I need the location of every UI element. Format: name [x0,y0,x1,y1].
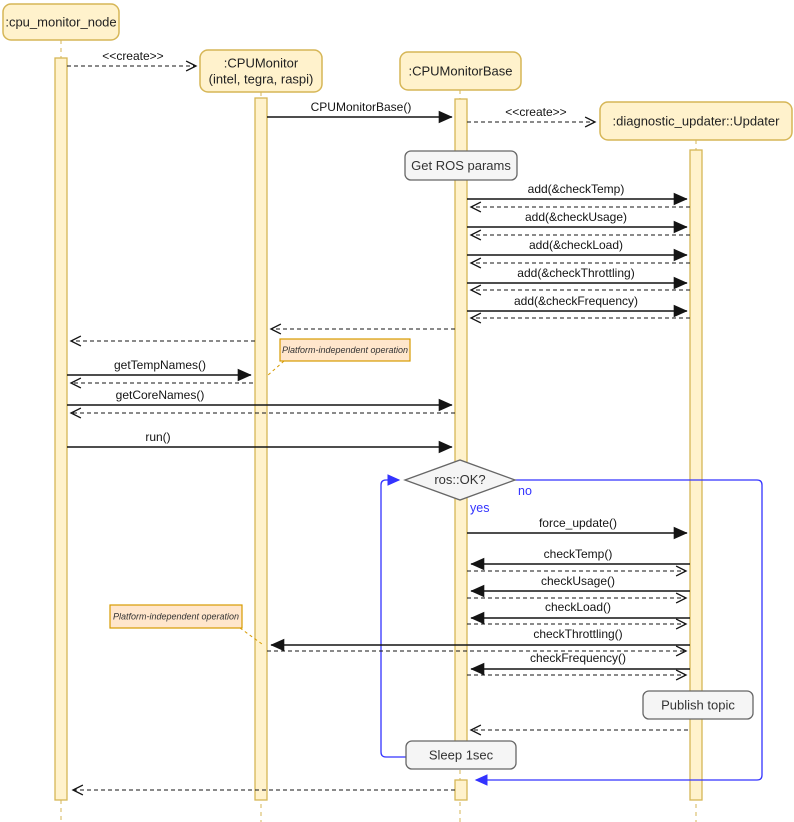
participant-label-cpu-monitor-1: (intel, tegra, raspi) [209,72,314,87]
message-label-cpumonitorbase: CPUMonitorBase() [311,100,412,114]
activation-diagnostic-updater-0 [689,149,703,801]
decision-label: ros::OK? [434,472,485,487]
note-get-ros-params [404,150,518,181]
message-label-add-checkusage: add(&checkUsage) [525,210,627,224]
note-label-get-ros-params: Get ROS params [411,158,511,173]
note-platform-independent-2 [109,604,243,629]
message-label-create: <<create>> [505,105,566,119]
message-label-checkthrottling: checkThrottling() [533,627,622,641]
message-label-add-checkfrequency: add(&checkFrequency) [514,294,638,308]
participant-box-cpu-monitor-node [2,3,120,41]
note-platform-independent-1 [279,338,411,362]
message-label-create: <<create>> [102,49,163,63]
message-label-getcorenames: getCoreNames() [116,388,205,402]
loop-back-edge [380,474,406,758]
loop-exit-edge [474,479,763,786]
participant-label-cpu-monitor-base-0: :CPUMonitorBase [408,64,512,79]
message-label-run: run() [145,430,170,444]
message-label-add-checkthrottling: add(&checkThrottling) [517,266,634,280]
note-platform-independent-label-2: Platform-independent operation [113,612,239,622]
activation-cpu-monitor-base-1 [454,779,468,801]
note-label-sleep-1sec: Sleep 1sec [429,748,494,763]
note-connector-2 [239,627,263,645]
participant-box-cpu-monitor [199,49,323,93]
participant-box-cpu-monitor-base [399,51,522,91]
branch-yes-label: yes [470,501,489,515]
note-sleep-1sec [405,740,517,770]
participant-label-cpu-monitor-0: :CPUMonitor [224,56,299,71]
activation-cpu-monitor-node-0 [54,57,68,801]
note-platform-independent-label-1: Platform-independent operation [282,345,408,355]
activation-cpu-monitor-0 [254,97,268,801]
message-label-add-checktemp: add(&checkTemp) [528,182,625,196]
message-label-force-update: force_update() [539,516,617,530]
participant-label-cpu-monitor-node-0: :cpu_monitor_node [5,15,116,30]
activation-cpu-monitor-base-0 [454,98,468,757]
branch-no-label: no [518,484,532,498]
message-label-add-checkload: add(&checkLoad) [529,238,623,252]
message-label-checkfrequency: checkFrequency() [530,651,626,665]
message-label-checkload: checkLoad() [545,600,611,614]
note-publish-topic [642,690,754,720]
decision-diamond [403,459,517,501]
participant-label-diagnostic-updater-0: :diagnostic_updater::Updater [613,114,781,129]
note-label-publish-topic: Publish topic [661,698,735,713]
message-label-checktemp: checkTemp() [544,547,613,561]
note-connector-1 [266,360,285,377]
message-label-gettempnames: getTempNames() [114,358,206,372]
message-label-checkusage: checkUsage() [541,574,615,588]
participant-box-diagnostic-updater [599,101,793,141]
